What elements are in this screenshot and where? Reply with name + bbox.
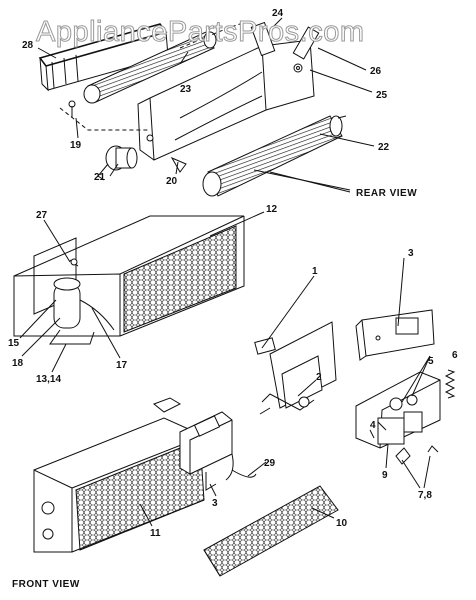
front-view-label: FRONT VIEW	[12, 579, 80, 590]
callout-1: 1	[312, 266, 318, 277]
control-bracket	[254, 321, 337, 415]
callout-23: 23	[180, 84, 192, 95]
main-chassis	[13, 215, 245, 345]
callout-24: 24	[272, 8, 284, 19]
callout-3-front: 3	[212, 498, 218, 509]
spring	[444, 369, 456, 399]
power-cord	[231, 469, 257, 478]
callout-22: 22	[378, 142, 390, 153]
callout-11: 11	[150, 528, 161, 539]
front-unit	[33, 397, 234, 553]
callout-19: 19	[70, 140, 82, 151]
callout-5: 5	[428, 356, 434, 367]
rear-view-assembly	[38, 21, 347, 197]
callout-25: 25	[376, 90, 388, 101]
callout-15: 15	[8, 338, 20, 349]
callout-12: 12	[266, 204, 278, 215]
compressor	[49, 277, 115, 345]
callout-20: 20	[166, 176, 178, 187]
callout-7-8: 7,8	[418, 490, 432, 501]
callout-17: 17	[116, 360, 128, 371]
fan-motor	[97, 145, 138, 181]
callout-21: 21	[94, 172, 106, 183]
callout-27: 27	[36, 210, 48, 221]
lower-blower-wheel	[146, 115, 343, 197]
filter-grille	[203, 485, 339, 577]
callout-10: 10	[336, 518, 348, 529]
callout-26: 26	[370, 66, 382, 77]
callout-3-top: 3	[408, 248, 414, 259]
watermark: AppliancePartsPros.com	[36, 16, 365, 49]
callout-2: 2	[316, 372, 322, 383]
upper-blower-wheel	[83, 31, 217, 104]
control-panel-assembly	[355, 309, 441, 465]
callout-labels: 28 23 24 26 25 19 22 21 20 27 12 15 18 1…	[8, 8, 458, 539]
callout-13-14: 13,14	[36, 374, 61, 385]
callout-9: 9	[382, 470, 388, 481]
leader-lines	[19, 17, 431, 527]
callout-6: 6	[452, 350, 458, 361]
callout-18: 18	[12, 358, 24, 369]
rear-view-label: REAR VIEW	[356, 188, 418, 199]
callout-28: 28	[22, 40, 34, 51]
callout-4: 4	[370, 420, 376, 431]
callout-29: 29	[264, 458, 276, 469]
